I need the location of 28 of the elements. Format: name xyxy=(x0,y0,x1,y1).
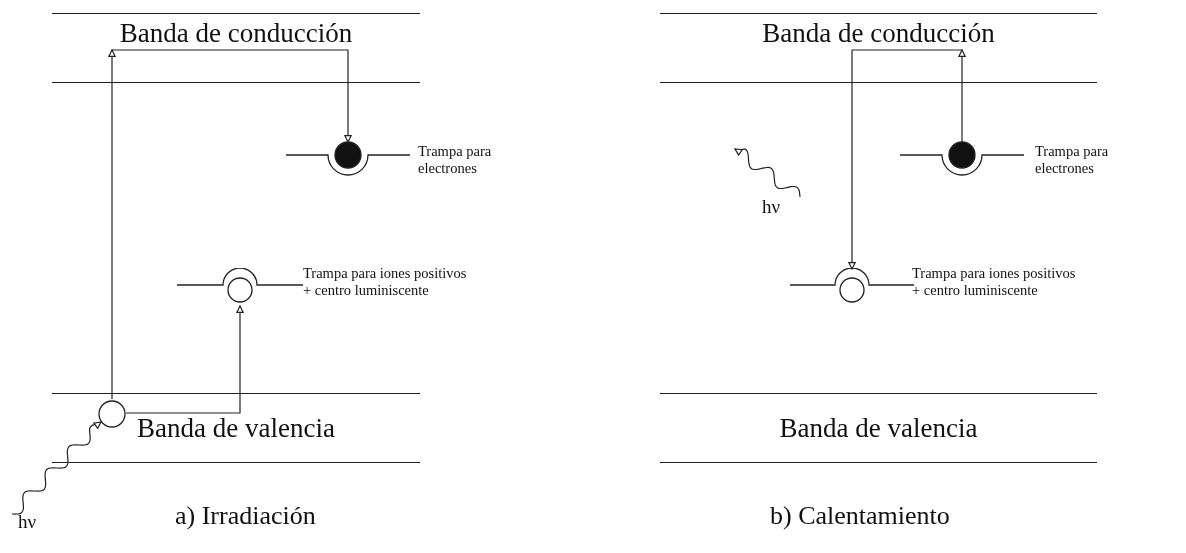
trap-label: Trampa para electrones xyxy=(418,143,493,177)
trap-label: Trampa para iones positivos + centro luminiscente xyxy=(912,265,1077,299)
electron-trap xyxy=(900,140,1024,178)
arrow xyxy=(125,305,244,414)
electron-trap xyxy=(286,140,410,178)
panel-caption: b) Calentamiento xyxy=(770,503,950,529)
trap-label: Trampa para electrones xyxy=(1035,143,1110,177)
band-label: Banda de conducción xyxy=(119,17,353,47)
arrow xyxy=(111,49,352,143)
band-label: Banda de valencia xyxy=(779,414,978,442)
photon-label: hν xyxy=(762,197,781,216)
panel-caption: a) Irradiación xyxy=(175,503,316,529)
arrow xyxy=(108,49,116,400)
energy-band xyxy=(660,13,1097,83)
photon-arrow xyxy=(11,421,102,515)
hole-trap xyxy=(177,268,303,306)
arrow xyxy=(848,49,963,270)
energy-band xyxy=(52,393,420,463)
arrow xyxy=(958,49,966,143)
photon-label: hν xyxy=(18,512,37,531)
photon-arrow xyxy=(734,148,801,198)
energy-band xyxy=(52,13,420,83)
energy-band xyxy=(660,393,1097,463)
hole-trap xyxy=(790,268,914,306)
hole-circle xyxy=(98,400,126,428)
trap-label: Trampa para iones positivos + centro luminiscente xyxy=(303,265,468,299)
band-label: Banda de valencia xyxy=(137,414,335,442)
band-label: Banda de conducción xyxy=(762,17,995,47)
